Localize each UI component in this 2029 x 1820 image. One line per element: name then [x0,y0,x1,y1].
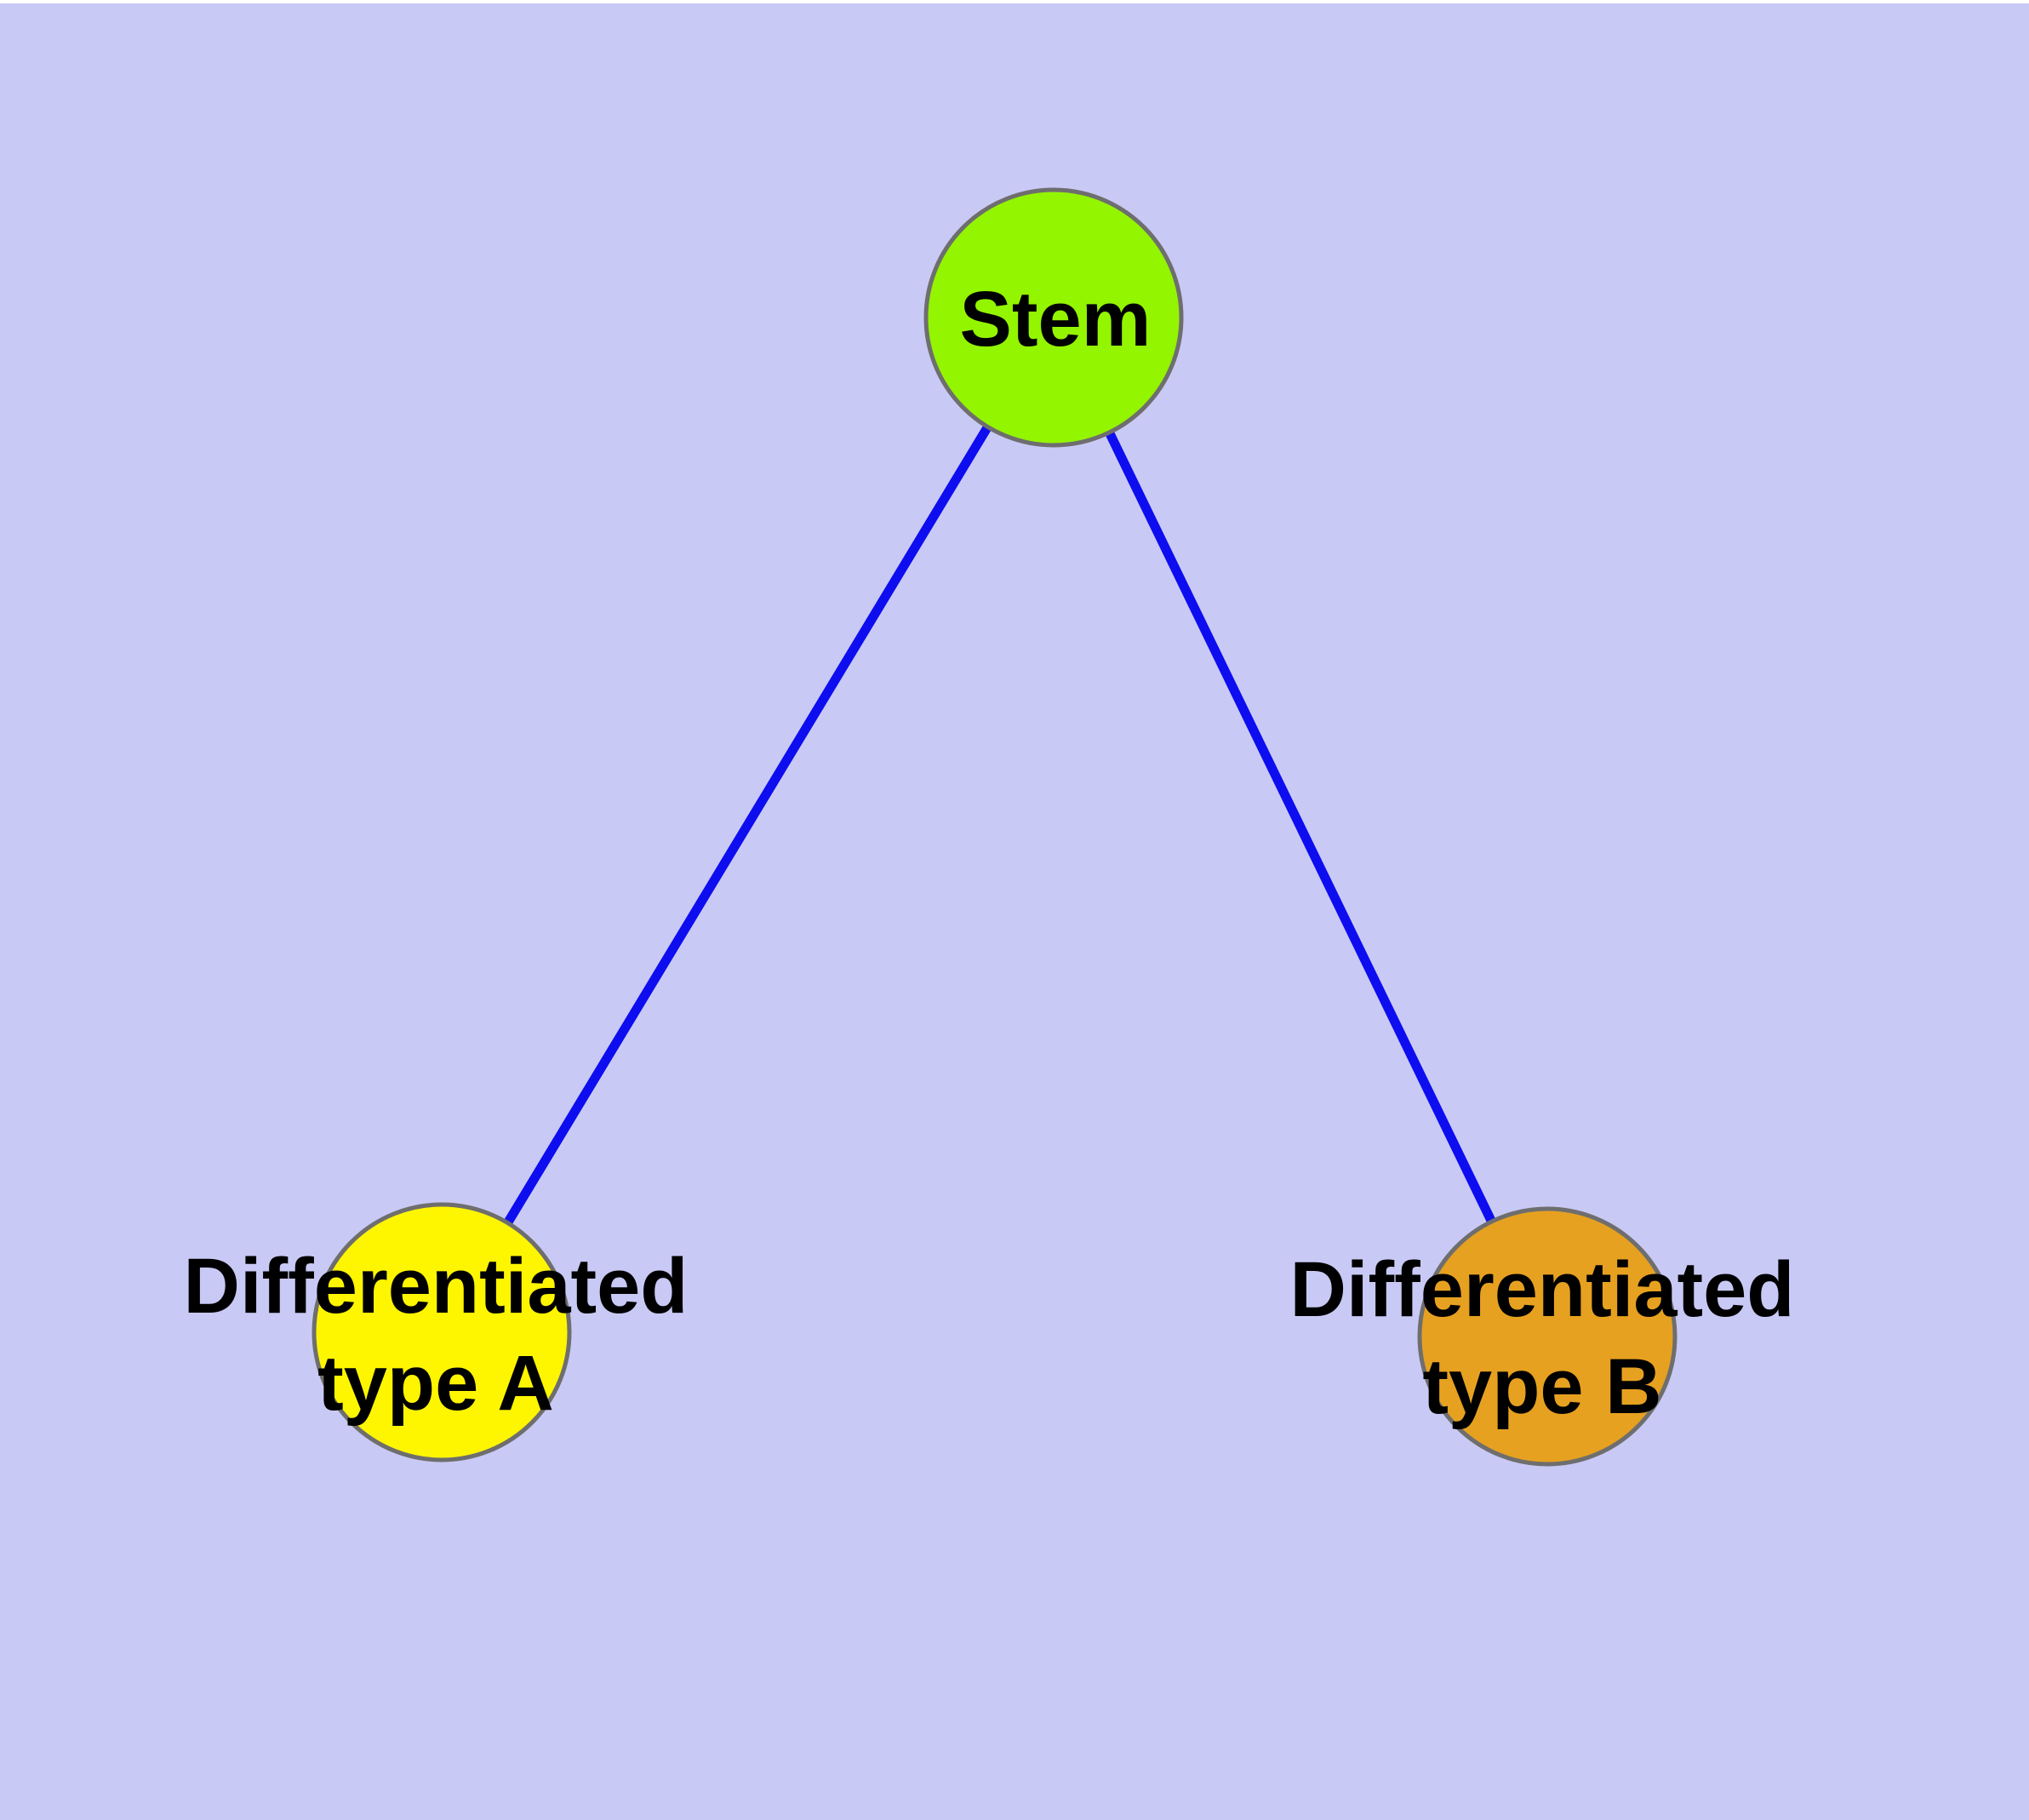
edge-stem-to-type-b [1049,315,1552,1339]
node-type-a-circle [311,1202,572,1462]
node-type-b-circle [1417,1206,1677,1467]
edge-stem-to-type-a [437,315,1058,1335]
node-stem-circle [923,187,1184,448]
